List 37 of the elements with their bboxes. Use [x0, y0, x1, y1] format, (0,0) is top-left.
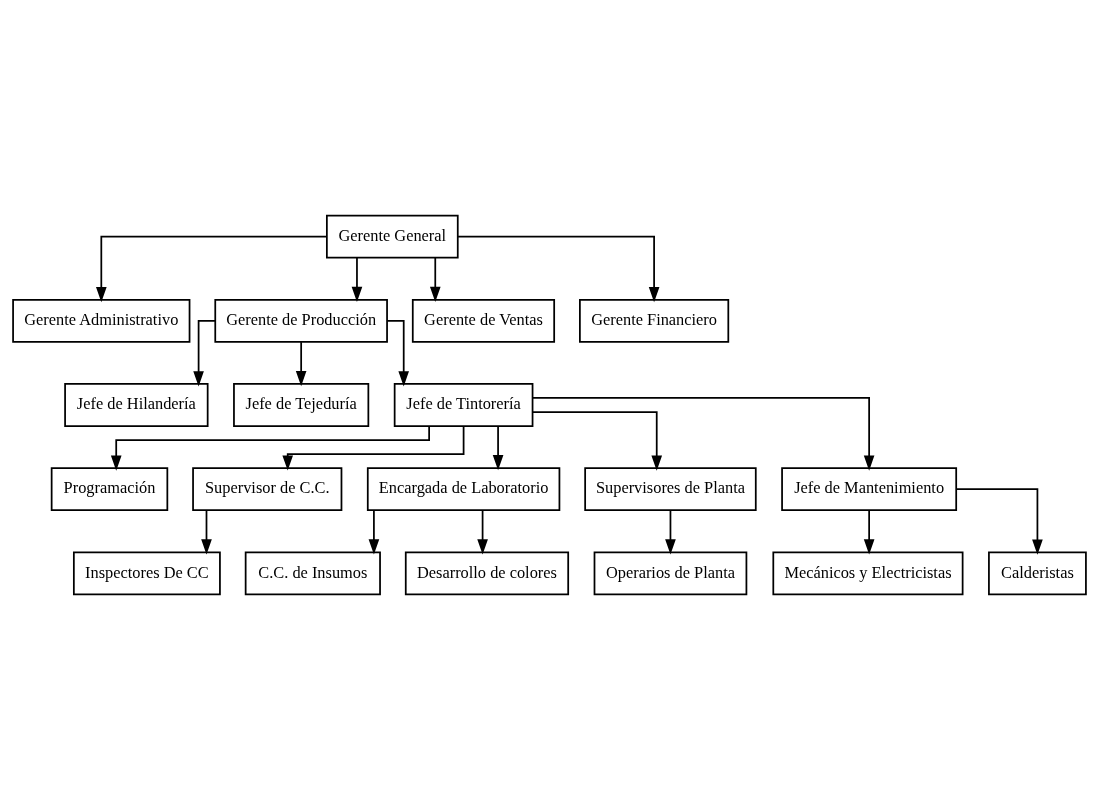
node-box: Gerente Financiero [579, 298, 730, 343]
arrow [201, 509, 212, 554]
arrow [110, 424, 430, 471]
arrow [492, 424, 504, 470]
arrow [429, 256, 441, 302]
node-box: Gerente de Producción [214, 298, 388, 343]
node-box: Calderistas [988, 550, 1087, 595]
node-box: Encargada de Laboratorio [366, 466, 561, 511]
arrow [282, 424, 465, 471]
node-box: Jefe de Tintorería [393, 382, 534, 427]
arrow [457, 235, 660, 302]
arrow [386, 319, 410, 386]
node-box: Supervisor de C.C. [192, 466, 343, 511]
arrow [665, 509, 676, 554]
node-box: C.C. de Insumos [244, 550, 381, 595]
arrow [477, 509, 488, 554]
node-box: Inspectores De CC [72, 550, 221, 595]
arrow [193, 319, 216, 386]
node-box: Jefe de Hilandería [64, 382, 209, 427]
node-box: Gerente de Ventas [411, 298, 556, 343]
arrow [295, 340, 307, 386]
arrow [96, 235, 328, 302]
node-box: Mecánicos y Electricistas [772, 550, 964, 595]
arrow [863, 509, 875, 554]
arrow [531, 410, 663, 471]
arrow [532, 396, 875, 471]
node-box: Desarrollo de colores [404, 550, 570, 595]
node-box: Programación [50, 466, 169, 511]
node-box: Gerente General [326, 214, 459, 259]
node-box: Operarios de Planta [593, 550, 748, 595]
arrow [351, 256, 363, 302]
arrow [368, 509, 380, 554]
node-box: Jefe de Mantenimiento [781, 466, 958, 511]
node-box: Gerente Administrativo [12, 298, 191, 343]
arrow [955, 487, 1043, 555]
node-box: Supervisores de Planta [584, 466, 757, 511]
node-box: Jefe de Tejeduría [233, 382, 370, 427]
